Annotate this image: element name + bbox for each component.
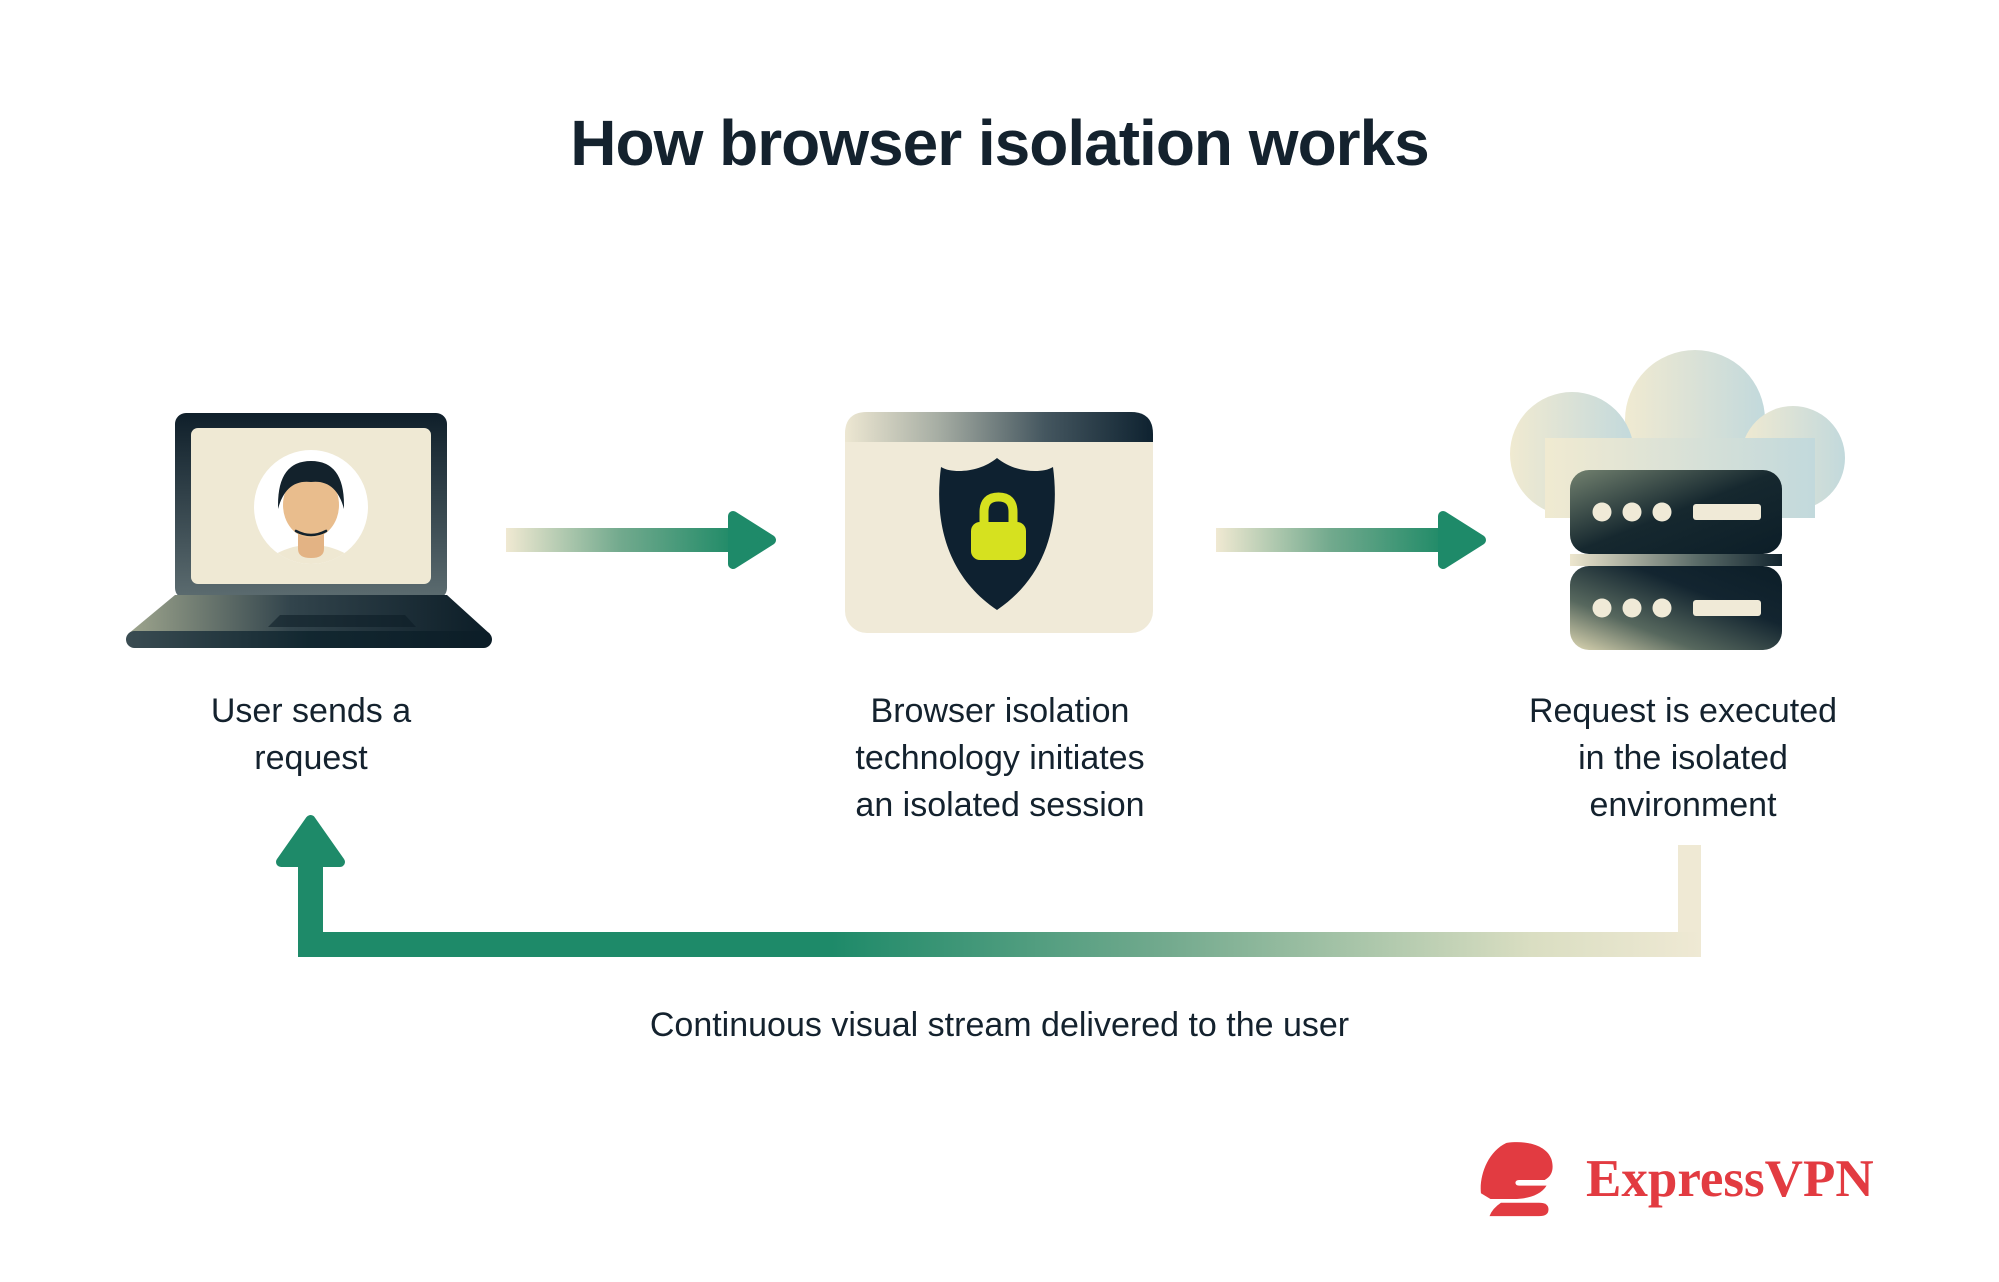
cloud-server-icon [1505, 348, 1850, 658]
return-arrow-right-segment [1678, 845, 1701, 957]
expressvpn-logo-icon [1480, 1142, 1553, 1217]
step-label-1-line: request [254, 739, 368, 777]
browser-shield-lock-icon [845, 412, 1155, 634]
expressvpn-wordmark: ExpressVPN [1586, 1149, 1874, 1208]
page-title: How browser isolation works [570, 107, 1430, 179]
return-arrow-horizontal-segment [298, 932, 1701, 957]
return-arrowhead-svg [276, 815, 345, 867]
step-label-2: Browser isolation technology initiates a… [800, 688, 1200, 829]
cloud-server-icon-svg [1510, 350, 1845, 650]
step-label-3: Request is executed in the isolated envi… [1463, 688, 1903, 829]
step-label-3-line: in the isolated [1578, 739, 1788, 777]
return-arrowhead-up-icon [272, 812, 349, 870]
return-caption: Continuous visual stream delivered to th… [649, 1006, 1350, 1044]
arrow-right-icon-svg [506, 511, 776, 569]
step-label-1: User sends a request [136, 688, 486, 782]
step-label-2-line: Browser isolation [870, 692, 1130, 730]
arrow-right-icon [1216, 505, 1491, 575]
arrow-right-icon [506, 505, 781, 575]
step-label-3-line: Request is executed [1528, 692, 1838, 730]
return-arrow-left-segment [298, 858, 323, 957]
laptop-user-icon-svg [126, 413, 492, 648]
step-label-3-line: environment [1589, 786, 1777, 824]
step-label-1-line: User sends a [210, 692, 412, 730]
laptop-user-icon [120, 411, 495, 648]
step-label-2-line: an isolated session [855, 786, 1145, 824]
browser-shield-lock-icon-svg [845, 412, 1153, 633]
expressvpn-logo: ExpressVPN [1478, 1140, 1874, 1218]
arrow-right-icon-svg [1216, 511, 1486, 569]
step-label-2-line: technology initiates [855, 739, 1145, 777]
